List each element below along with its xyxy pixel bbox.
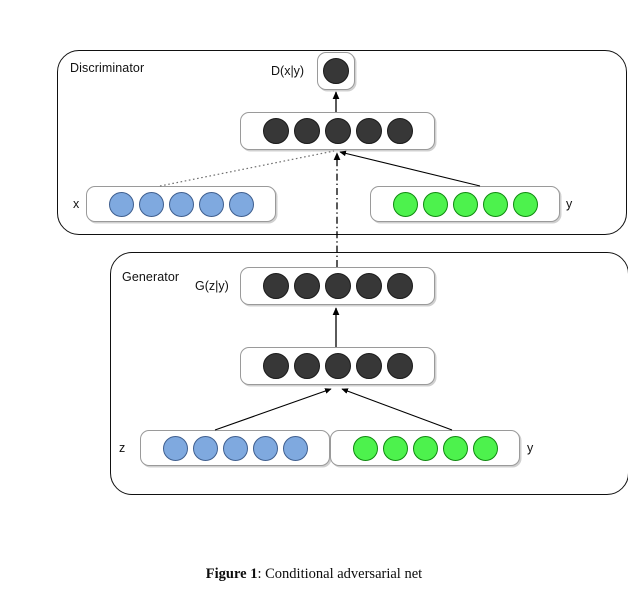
neuron-green bbox=[422, 191, 448, 217]
neuron-blue bbox=[168, 191, 194, 217]
neuron-dark bbox=[262, 273, 289, 299]
condition-y-bottom-label: y bbox=[527, 441, 534, 455]
discriminator-output-label: D(x|y) bbox=[271, 64, 305, 78]
neuron-dark bbox=[293, 353, 320, 379]
layer-condition-y-bottom bbox=[330, 430, 520, 466]
generator-output-label: G(z|y) bbox=[195, 279, 229, 293]
neuron-green bbox=[352, 435, 378, 461]
neuron-green bbox=[512, 191, 538, 217]
neuron-green bbox=[442, 435, 468, 461]
neuron-blue bbox=[138, 191, 164, 217]
neuron-blue bbox=[282, 435, 308, 461]
generator-panel bbox=[110, 252, 628, 495]
neuron-green bbox=[452, 191, 478, 217]
neuron-blue bbox=[162, 435, 188, 461]
layer-discriminator-output bbox=[317, 52, 355, 90]
neuron-green bbox=[412, 435, 438, 461]
neuron-blue bbox=[252, 435, 278, 461]
condition-y-top-label: y bbox=[566, 197, 573, 211]
neuron-dark bbox=[293, 118, 320, 144]
neuron-dark bbox=[323, 58, 349, 84]
discriminator-panel bbox=[57, 50, 627, 235]
neuron-blue bbox=[222, 435, 248, 461]
neuron-dark bbox=[324, 353, 351, 379]
layer-condition-y-top bbox=[370, 186, 560, 222]
layer-input-x bbox=[86, 186, 276, 222]
layer-discriminator-hidden bbox=[240, 112, 435, 150]
generator-title: Generator bbox=[122, 270, 180, 284]
layer-generator-hidden bbox=[240, 347, 435, 385]
figure-caption-label: Figure 1 bbox=[205, 566, 258, 582]
figure-caption: Figure 1: Conditional adversarial net bbox=[0, 566, 628, 583]
neuron-green bbox=[382, 435, 408, 461]
neuron-blue bbox=[192, 435, 218, 461]
figure-caption-text: Conditional adversarial net bbox=[265, 566, 423, 582]
neuron-dark bbox=[324, 273, 351, 299]
input-z-label: z bbox=[119, 441, 126, 455]
neuron-dark bbox=[262, 118, 289, 144]
neuron-dark bbox=[293, 273, 320, 299]
neuron-dark bbox=[355, 118, 382, 144]
neuron-green bbox=[472, 435, 498, 461]
neuron-blue bbox=[228, 191, 254, 217]
neuron-blue bbox=[108, 191, 134, 217]
layer-generator-output bbox=[240, 267, 435, 305]
neuron-blue bbox=[198, 191, 224, 217]
neuron-dark bbox=[386, 353, 413, 379]
neuron-dark bbox=[262, 353, 289, 379]
neuron-green bbox=[392, 191, 418, 217]
neuron-dark bbox=[386, 273, 413, 299]
neuron-dark bbox=[355, 353, 382, 379]
neuron-green bbox=[482, 191, 508, 217]
layer-input-z bbox=[140, 430, 330, 466]
figure-caption-separator: : bbox=[257, 566, 262, 582]
discriminator-title: Discriminator bbox=[70, 61, 145, 75]
input-x-label: x bbox=[73, 197, 80, 211]
neuron-dark bbox=[386, 118, 413, 144]
neuron-dark bbox=[355, 273, 382, 299]
neuron-dark bbox=[324, 118, 351, 144]
